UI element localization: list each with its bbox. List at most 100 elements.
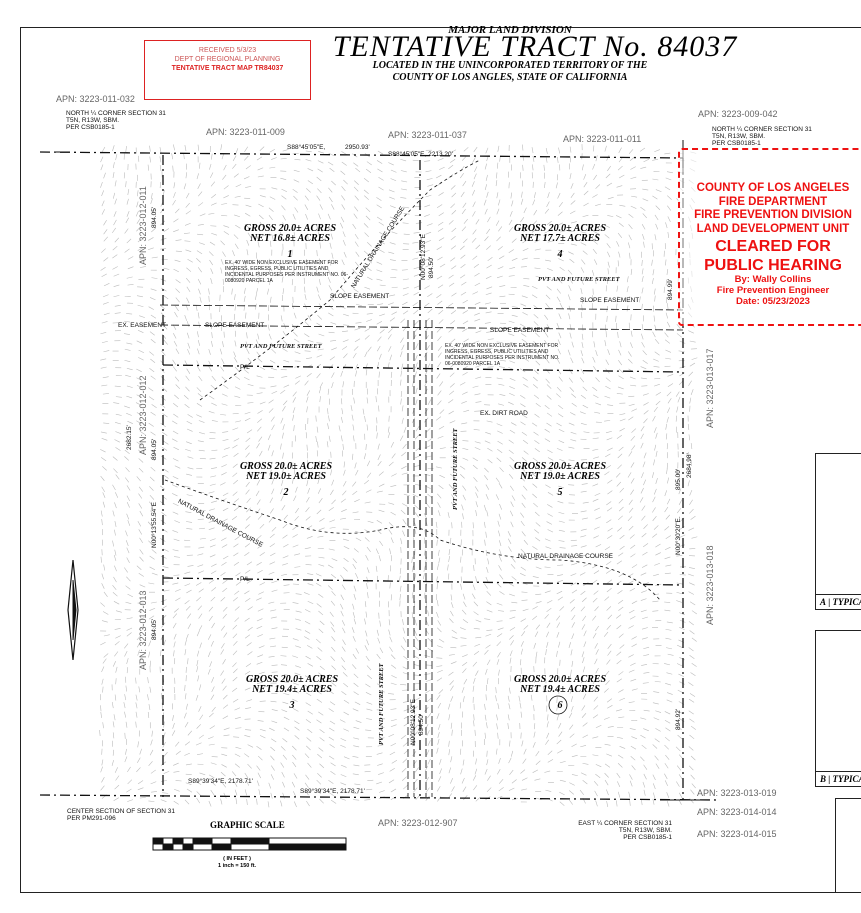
contour-dash — [124, 756, 128, 763]
apn-label: APN: 3223-012-011 — [138, 186, 148, 265]
contour-dash — [319, 204, 323, 210]
contour-dash — [691, 610, 698, 615]
contour-dash — [387, 334, 392, 340]
contour-dash — [617, 590, 623, 595]
contour-dash — [243, 176, 250, 180]
contour-dash — [304, 321, 310, 326]
contour-dash — [159, 181, 161, 189]
contour-dash — [197, 144, 199, 151]
stamp-department: FIRE DEPARTMENT — [718, 195, 828, 208]
contour-dash — [270, 368, 277, 371]
contour-dash — [535, 566, 542, 570]
contour-dash — [211, 232, 218, 236]
contour-dash — [439, 447, 446, 450]
contour-dash — [271, 720, 278, 724]
contour-dash — [533, 209, 538, 216]
contour-dash — [306, 357, 313, 359]
contour-dash — [438, 426, 445, 430]
contour-dash — [643, 728, 649, 732]
contour-dash — [463, 147, 469, 152]
contour-dash — [415, 795, 421, 800]
contour-dash — [136, 641, 141, 648]
contour-dash — [115, 422, 121, 425]
contour-dash — [580, 528, 587, 531]
contour-dash — [124, 711, 127, 718]
contour-dash — [618, 222, 624, 227]
contour-dash — [509, 267, 516, 270]
contour-dash — [617, 386, 624, 390]
contour-dash — [307, 600, 314, 605]
contour-dash — [316, 603, 322, 608]
contour-dash — [148, 501, 154, 507]
contour-dash — [304, 636, 310, 640]
contour-dash — [520, 573, 526, 577]
contour-dash — [459, 172, 464, 179]
contour-dash — [269, 561, 276, 565]
contour-dash — [545, 147, 548, 154]
contour-dash — [449, 680, 454, 686]
contour-dash — [319, 242, 321, 249]
contour-dash — [654, 383, 660, 387]
contour-dash — [642, 350, 647, 356]
contour-dash — [243, 295, 246, 302]
contour-dash — [556, 174, 559, 181]
contour-dash — [267, 324, 270, 331]
contour-dash — [244, 524, 250, 529]
contour-dash — [256, 798, 258, 805]
contour-dash — [125, 146, 127, 153]
contour-dash — [307, 583, 314, 586]
contour-dash — [173, 650, 175, 657]
contour-dash — [605, 670, 610, 676]
contour-dash — [497, 448, 503, 454]
contour-dash — [124, 440, 131, 445]
contour-dash — [484, 184, 487, 191]
contour-dash — [101, 583, 105, 589]
contour-dash — [687, 423, 690, 430]
contour-dash — [223, 727, 230, 731]
contour-dash — [317, 535, 324, 538]
contour-dash — [689, 601, 696, 606]
contour-dash — [631, 195, 638, 198]
contour-dash — [353, 585, 357, 592]
contour-dash — [484, 732, 486, 739]
contour-dash — [354, 701, 361, 705]
contour-dash — [654, 295, 656, 302]
contour-dash — [149, 686, 152, 693]
contour-dash — [343, 682, 349, 688]
contour-dash — [438, 319, 444, 324]
contour-dash — [329, 519, 336, 523]
contour-dash — [280, 762, 285, 768]
contour-dash — [391, 760, 398, 764]
contour-dash — [507, 531, 511, 537]
contour-dash — [126, 495, 131, 502]
contour-dash — [437, 221, 444, 226]
contour-dash — [460, 637, 467, 639]
contour-dash — [329, 701, 336, 706]
contour-dash — [473, 611, 479, 616]
contour-dash — [449, 347, 455, 352]
corner-line: T5N, R13W, SBM. — [618, 827, 672, 834]
contour-dash — [593, 472, 599, 475]
contour-dash — [365, 555, 369, 561]
contour-dash — [571, 660, 574, 667]
contour-dash — [631, 765, 636, 771]
contour-dash — [402, 742, 408, 747]
contour-dash — [450, 685, 454, 691]
contour-dash — [328, 331, 335, 334]
contour-dash — [186, 286, 191, 293]
contour-dash — [317, 478, 320, 484]
contour-dash — [271, 348, 277, 354]
contour-dash — [259, 366, 266, 371]
contour-dash — [689, 654, 695, 659]
contour-dash — [487, 558, 490, 565]
contour-dash — [271, 488, 275, 495]
contour-dash — [220, 670, 224, 676]
contour-dash — [594, 658, 598, 665]
contour-dash — [400, 538, 403, 545]
contour-dash — [630, 205, 637, 209]
contour-dash — [594, 277, 597, 284]
contour-dash — [196, 724, 201, 729]
contour-dash — [316, 690, 322, 695]
contour-dash — [448, 703, 451, 710]
contour-dash — [460, 474, 465, 479]
